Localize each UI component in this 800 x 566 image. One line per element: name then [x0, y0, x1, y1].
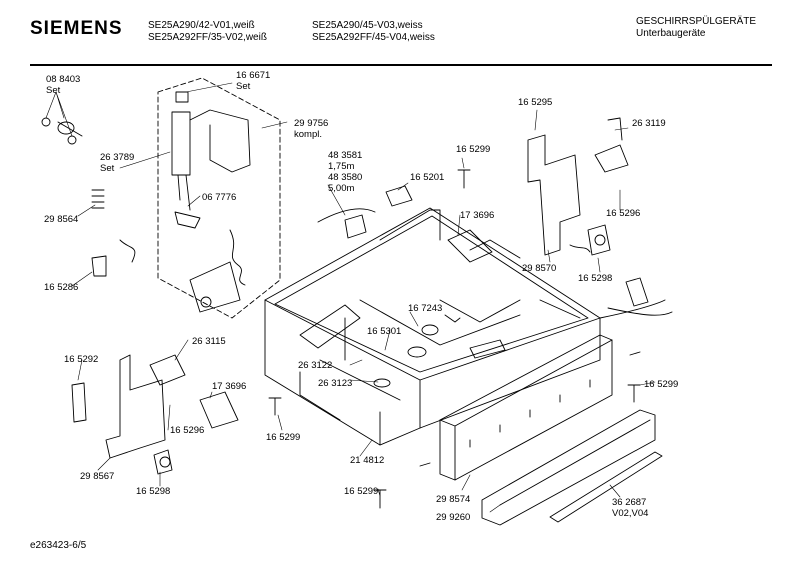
part-label-line: V02,V04	[612, 508, 648, 519]
part-label-line: 26 3123	[318, 378, 352, 389]
part-label-line: 16 5296	[170, 425, 204, 436]
part-label-line: 08 8403	[46, 74, 80, 85]
model-column-2: SE25A290/45-V03,weiss SE25A292FF/45-V04,…	[312, 20, 435, 44]
part-label-line: 29 8564	[44, 214, 78, 225]
part-label: 29 8574	[436, 494, 470, 505]
screws-drawing	[268, 169, 641, 509]
part-label-line: 16 7243	[408, 303, 442, 314]
part-label: 26 3119	[632, 118, 666, 129]
category-title: GESCHIRRSPÜLGERÄTE	[636, 16, 757, 27]
model-line: SE25A290/42-V01,weiß	[148, 20, 255, 31]
part-label: 26 3123	[318, 378, 352, 389]
part-label: 16 5298	[578, 273, 612, 284]
front-panels-drawing	[439, 334, 663, 526]
brand-logo: SIEMENS	[30, 18, 123, 39]
part-label-line: 16 5299	[644, 379, 678, 390]
part-label-line: 17 3696	[460, 210, 494, 221]
model-column-1: SE25A290/42-V01,weiß SE25A292FF/35-V02,w…	[148, 20, 267, 44]
part-label-line: Set	[236, 81, 251, 92]
part-label-line: 16 5201	[410, 172, 444, 183]
part-label: 16 5301	[367, 326, 401, 337]
part-label-line: 26 3789	[100, 152, 134, 163]
part-label-line: 16 5286	[44, 282, 78, 293]
right-bracket-drawing	[527, 117, 629, 256]
part-label: 16 5295	[518, 97, 552, 108]
part-label: 06 7776	[202, 192, 236, 203]
part-label: 17 3696	[460, 210, 494, 221]
part-label-line: 29 9260	[436, 512, 470, 523]
part-label: 26 3122	[298, 360, 332, 371]
part-label-line: 16 5298	[136, 486, 170, 497]
part-label-line: 16 6671	[236, 70, 270, 81]
part-label-line: 26 3119	[632, 118, 666, 129]
part-label-line: 16 5301	[367, 326, 401, 337]
part-label: 29 9260	[436, 512, 470, 523]
part-label: 16 5201	[410, 172, 444, 183]
base-tub-drawing	[264, 207, 601, 446]
category-block: GESCHIRRSPÜLGERÄTE Unterbaugeräte	[636, 16, 756, 40]
part-label: 16 5299	[266, 432, 300, 443]
part-label-line: 26 3122	[298, 360, 332, 371]
part-label-line: Set	[100, 163, 115, 174]
part-label-line: 29 9756	[294, 118, 328, 129]
category-subtitle: Unterbaugeräte	[636, 28, 706, 39]
model-line: SE25A292FF/45-V04,weiss	[312, 32, 435, 43]
part-label-line: Set	[46, 85, 61, 96]
part-label-line: 26 3115	[192, 336, 226, 347]
part-label-line: kompl.	[294, 129, 322, 140]
leader-lines	[45, 82, 656, 513]
part-label-line: 29 8567	[80, 471, 114, 482]
part-label: 16 5296	[606, 208, 640, 219]
part-label: 16 5299	[344, 486, 378, 497]
part-label: 29 8567	[80, 471, 114, 482]
water-valve-assembly-drawing	[171, 91, 251, 313]
part-label-line: 5,00m	[328, 183, 354, 194]
part-label-line: 1,75m	[328, 161, 354, 172]
model-line: SE25A290/45-V03,weiss	[312, 20, 423, 31]
part-label-line: 36 2687	[612, 497, 646, 508]
part-label-line: 29 8570	[522, 263, 556, 274]
part-label: 16 5286	[44, 282, 78, 293]
part-label: 16 5299	[644, 379, 678, 390]
part-label: 16 5296	[170, 425, 204, 436]
part-label-line: 48 3580	[328, 172, 362, 183]
part-label-line: 16 5298	[578, 273, 612, 284]
part-label: 29 8564	[44, 214, 78, 225]
header-rule	[30, 64, 772, 66]
part-label-line: 06 7776	[202, 192, 236, 203]
part-label-line: 16 5292	[64, 354, 98, 365]
part-label-line: 21 4812	[350, 455, 384, 466]
part-label-line: 29 8574	[436, 494, 470, 505]
part-label: 16 5299	[456, 144, 490, 155]
part-label: 21 4812	[350, 455, 384, 466]
part-label: 17 3696	[212, 381, 246, 392]
part-label: 16 7243	[408, 303, 442, 314]
part-label-line: 48 3581	[328, 150, 362, 161]
part-label-line: 16 5295	[518, 97, 552, 108]
part-label: 16 5292	[64, 354, 98, 365]
part-label: 16 5298	[136, 486, 170, 497]
part-label: 29 8570	[522, 263, 556, 274]
wiring-harness-drawing	[317, 185, 673, 319]
document-code: e263423-6/5	[30, 540, 87, 551]
left-small-parts-drawing	[41, 117, 136, 277]
left-bracket-drawing	[71, 354, 239, 475]
part-label-line: 17 3696	[212, 381, 246, 392]
part-label: 26 3115	[192, 336, 226, 347]
dashed-set-outline	[157, 77, 281, 319]
part-label-line: 16 5299	[344, 486, 378, 497]
part-label-line: 16 5299	[266, 432, 300, 443]
part-label-line: 16 5299	[456, 144, 490, 155]
model-line: SE25A292FF/35-V02,weiß	[148, 32, 267, 43]
part-label-line: 16 5296	[606, 208, 640, 219]
